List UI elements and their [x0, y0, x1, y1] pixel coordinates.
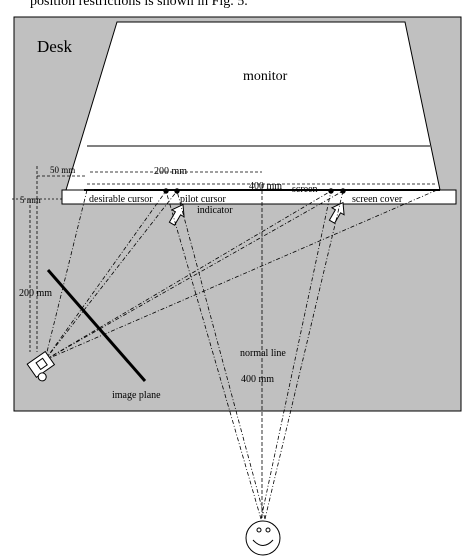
- dim-400-vertical-label: 400 mm: [241, 374, 274, 385]
- screen-label: screen: [292, 184, 318, 195]
- up-arrow-icon: [328, 201, 345, 224]
- desirable-cursor-label: desirable cursor: [89, 194, 153, 205]
- indicator-label: indicator: [197, 205, 233, 216]
- screen-cover-label: screen cover: [352, 194, 403, 205]
- camera-sight-lines: [44, 189, 438, 361]
- up-arrow-icon: [168, 203, 185, 226]
- monitor-label: monitor: [243, 69, 288, 84]
- desirable-cursor-dot-left: [163, 188, 169, 194]
- eye-sight-lines: [165, 190, 344, 520]
- monitor-body: [65, 21, 441, 191]
- dim-400-top-label: 400 mm: [249, 181, 282, 192]
- camera-icon: [26, 350, 56, 382]
- pilot-cursor-label: pilot cursor: [180, 194, 226, 205]
- dim-200-top-label: 200 mm: [154, 166, 187, 177]
- dim-50-label: 50 mm: [50, 165, 75, 175]
- desk-label: Desk: [37, 37, 72, 56]
- face-icon: [245, 520, 281, 556]
- dim-200-left-label: 200 mm: [19, 288, 52, 299]
- image-plane-label: image plane: [112, 390, 161, 401]
- caption-top: position restrictions is shown in Fig. 5…: [30, 0, 248, 9]
- normal-line-label: normal line: [240, 348, 286, 359]
- image-plane: [46, 269, 147, 382]
